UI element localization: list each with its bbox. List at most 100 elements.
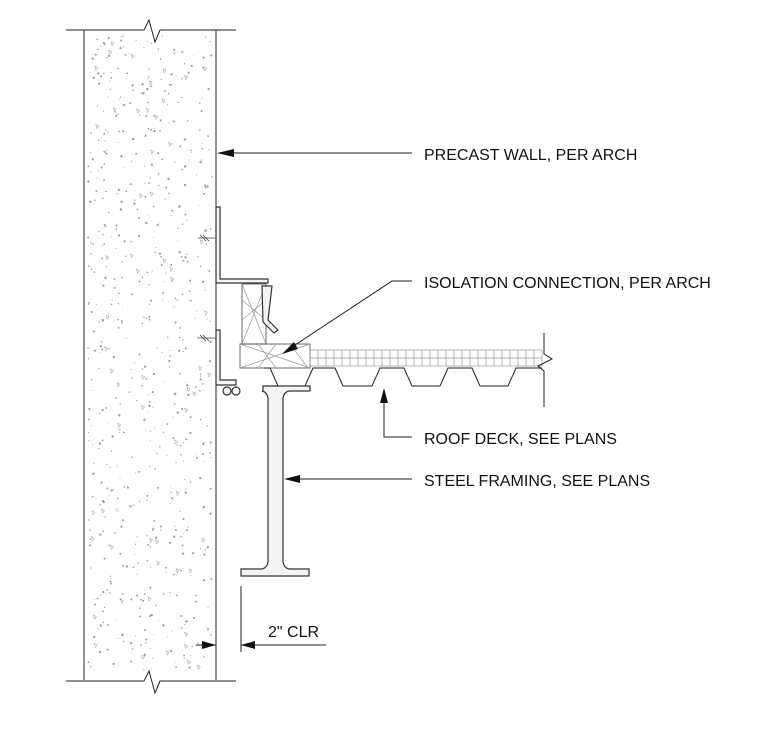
isolation-connection-leader bbox=[291, 280, 412, 348]
concrete-aggregate bbox=[141, 374, 146, 381]
concrete-stipple-dot bbox=[172, 573, 175, 576]
concrete-aggregate bbox=[184, 643, 189, 650]
bottom-break-line bbox=[66, 669, 236, 695]
concrete-stipple-dot bbox=[115, 397, 117, 399]
concrete-stipple-dot bbox=[136, 573, 138, 575]
concrete-stipple-dot bbox=[209, 331, 211, 333]
concrete-stipple-dot bbox=[172, 416, 174, 418]
concrete-stipple-dot bbox=[123, 486, 126, 488]
concrete-stipple-dot bbox=[120, 155, 123, 158]
concrete-stipple-dot bbox=[191, 645, 193, 648]
concrete-stipple-dot bbox=[99, 503, 101, 505]
concrete-stipple-dot bbox=[117, 234, 121, 237]
concrete-stipple-dot bbox=[145, 317, 147, 319]
roof-deck-leader bbox=[383, 400, 412, 438]
concrete-stipple-dot bbox=[156, 347, 159, 349]
concrete-stipple-dot bbox=[144, 629, 146, 632]
concrete-stipple-dot bbox=[99, 352, 100, 354]
concrete-stipple-dot bbox=[137, 562, 139, 564]
concrete-stipple-dot bbox=[131, 84, 134, 87]
concrete-stipple-dot bbox=[144, 589, 146, 591]
concrete-stipple-dot bbox=[209, 441, 212, 444]
concrete-stipple-dot bbox=[151, 391, 154, 394]
concrete-stipple-dot bbox=[88, 418, 90, 421]
concrete-stipple-dot bbox=[145, 642, 147, 644]
concrete-stipple-dot bbox=[100, 481, 103, 484]
concrete-stipple-dot bbox=[134, 543, 137, 545]
concrete-stipple-dot bbox=[129, 102, 132, 105]
concrete-stipple-dot bbox=[209, 487, 212, 490]
concrete-stipple-dot bbox=[151, 529, 154, 531]
concrete-stipple-dot bbox=[205, 243, 208, 245]
isolation-connection-label: ISOLATION CONNECTION, PER ARCH bbox=[424, 275, 711, 292]
concrete-stipple-dot bbox=[146, 544, 149, 546]
concrete-aggregate bbox=[201, 537, 206, 543]
concrete-stipple-dot bbox=[136, 208, 139, 211]
concrete-stipple-dot bbox=[182, 518, 185, 521]
concrete-stipple-dot bbox=[101, 408, 104, 412]
bent-connector-plate bbox=[261, 285, 279, 334]
concrete-aggregate bbox=[94, 65, 99, 71]
concrete-stipple-dot bbox=[165, 566, 167, 569]
concrete-stipple-dot bbox=[98, 261, 100, 263]
concrete-stipple-dot bbox=[149, 465, 151, 468]
concrete-stipple-dot bbox=[156, 452, 158, 455]
concrete-stipple-dot bbox=[183, 624, 185, 625]
concrete-stipple-dot bbox=[177, 240, 179, 242]
concrete-stipple-dot bbox=[106, 648, 109, 651]
concrete-stipple-dot bbox=[137, 216, 140, 220]
concrete-stipple-dot bbox=[138, 470, 141, 473]
concrete-stipple-dot bbox=[98, 170, 100, 172]
lower-embed-anchor bbox=[198, 334, 216, 342]
concrete-stipple-dot bbox=[174, 161, 176, 163]
concrete-stipple-dot bbox=[195, 174, 197, 176]
concrete-stipple-dot bbox=[154, 427, 156, 429]
concrete-aggregate bbox=[90, 536, 95, 542]
concrete-stipple-dot bbox=[209, 340, 212, 343]
concrete-stipple-dot bbox=[136, 536, 138, 538]
concrete-stipple-dot bbox=[182, 351, 184, 353]
concrete-stipple-dot bbox=[174, 525, 176, 527]
concrete-stipple-dot bbox=[143, 653, 146, 657]
concrete-stipple-dot bbox=[118, 428, 121, 431]
concrete-stipple-dot bbox=[209, 452, 212, 454]
concrete-stipple-dot bbox=[143, 46, 145, 49]
concrete-stipple-dot bbox=[132, 566, 135, 569]
concrete-stipple-dot bbox=[184, 347, 187, 350]
concrete-stipple-dot bbox=[180, 569, 182, 572]
concrete-stipple-dot bbox=[125, 565, 129, 568]
concrete-stipple-dot bbox=[185, 438, 188, 441]
concrete-stipple-dot bbox=[108, 211, 110, 214]
concrete-stipple-dot bbox=[203, 553, 206, 556]
concrete-stipple-dot bbox=[153, 519, 156, 522]
concrete-stipple-dot bbox=[208, 270, 211, 272]
concrete-stipple-dot bbox=[120, 36, 122, 38]
concrete-stipple-dot bbox=[200, 375, 202, 377]
concrete-stipple-dot bbox=[148, 223, 150, 225]
concrete-stipple-dot bbox=[101, 610, 104, 613]
concrete-stipple-dot bbox=[104, 607, 106, 609]
concrete-stipple-dot bbox=[147, 411, 149, 413]
concrete-stipple-dot bbox=[148, 182, 150, 185]
concrete-stipple-dot bbox=[178, 336, 181, 339]
concrete-stipple-dot bbox=[132, 89, 134, 91]
concrete-stipple-dot bbox=[93, 462, 95, 464]
concrete-stipple-dot bbox=[185, 384, 189, 387]
concrete-stipple-dot bbox=[199, 477, 202, 480]
concrete-aggregate bbox=[165, 650, 170, 656]
concrete-stipple-dot bbox=[174, 321, 177, 324]
roof-deck-arrowhead bbox=[380, 388, 388, 403]
concrete-stipple-dot bbox=[131, 293, 134, 296]
concrete-stipple-dot bbox=[187, 526, 189, 528]
concrete-stipple-dot bbox=[144, 134, 147, 137]
concrete-stipple-dot bbox=[143, 365, 147, 368]
concrete-aggregate bbox=[174, 439, 178, 445]
concrete-stipple-dot bbox=[167, 104, 169, 106]
concrete-stipple-dot bbox=[107, 54, 110, 57]
concrete-stipple-dot bbox=[102, 530, 104, 533]
concrete-stipple-dot bbox=[180, 51, 183, 53]
concrete-stipple-dot bbox=[102, 41, 105, 44]
concrete-stipple-dot bbox=[145, 115, 148, 118]
concrete-stipple-dot bbox=[183, 138, 186, 141]
concrete-stipple-dot bbox=[98, 321, 101, 323]
